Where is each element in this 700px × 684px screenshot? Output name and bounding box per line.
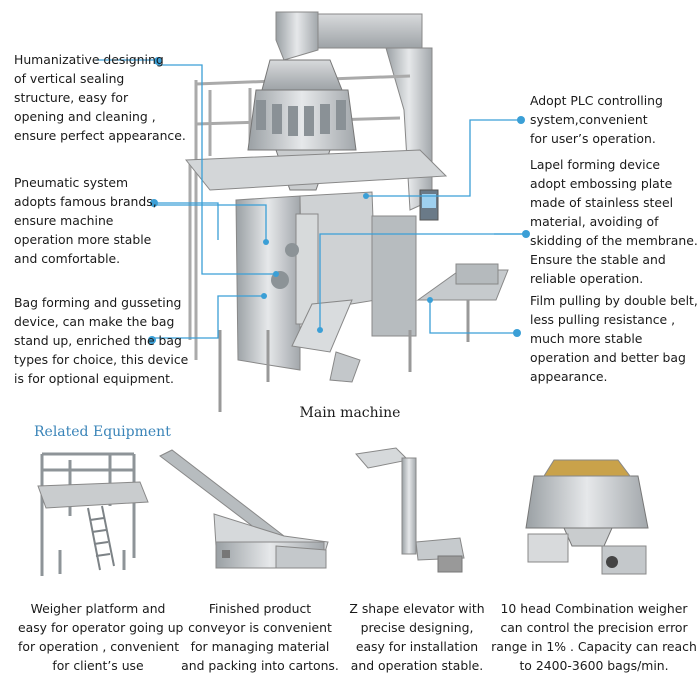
leader-dot: [522, 230, 530, 238]
finished-product-conveyor-caption: Finished product conveyor is convenient …: [181, 601, 339, 673]
leader-dot: [261, 293, 267, 299]
leader-dot: [148, 336, 156, 344]
main-machine-caption: Main machine: [299, 405, 401, 421]
leader-dot: [150, 199, 158, 207]
leader-dot: [154, 57, 162, 65]
leader-dot: [273, 271, 279, 277]
finished-product-conveyor-image: [159, 449, 329, 569]
callout-film-pulling: Film pulling by double belt, less pullin…: [530, 293, 698, 384]
callout-pneumatic-system: Pneumatic system adopts famous brands, e…: [14, 175, 157, 266]
leader-dot: [517, 116, 525, 124]
related-equipment-title: Related Equipment: [34, 424, 171, 440]
combination-weigher-caption: 10 head Combination weigher can control …: [491, 601, 697, 673]
callout-sealing-structure: Humanizative designing of vertical seali…: [14, 52, 186, 143]
leader-dot: [427, 297, 433, 303]
weigher-platform-image: [37, 452, 149, 576]
callout-bag-forming: Bag forming and gusseting device, can ma…: [14, 295, 189, 386]
weigher-platform-caption: Weigher platform and easy for operator g…: [18, 601, 184, 673]
leader-dot: [363, 193, 369, 199]
z-shape-elevator-caption: Z shape elevator with precise designing,…: [349, 601, 485, 673]
combination-weigher-image: [525, 459, 649, 575]
callout-plc-control: Adopt PLC controlling system,convenient …: [530, 93, 663, 146]
leader-dot: [263, 239, 269, 245]
leader-dot: [513, 329, 521, 337]
z-shape-elevator-image: [355, 447, 465, 573]
callout-lapel-forming: Lapel forming device adopt embossing pla…: [530, 157, 698, 286]
leader-dot: [317, 327, 323, 333]
